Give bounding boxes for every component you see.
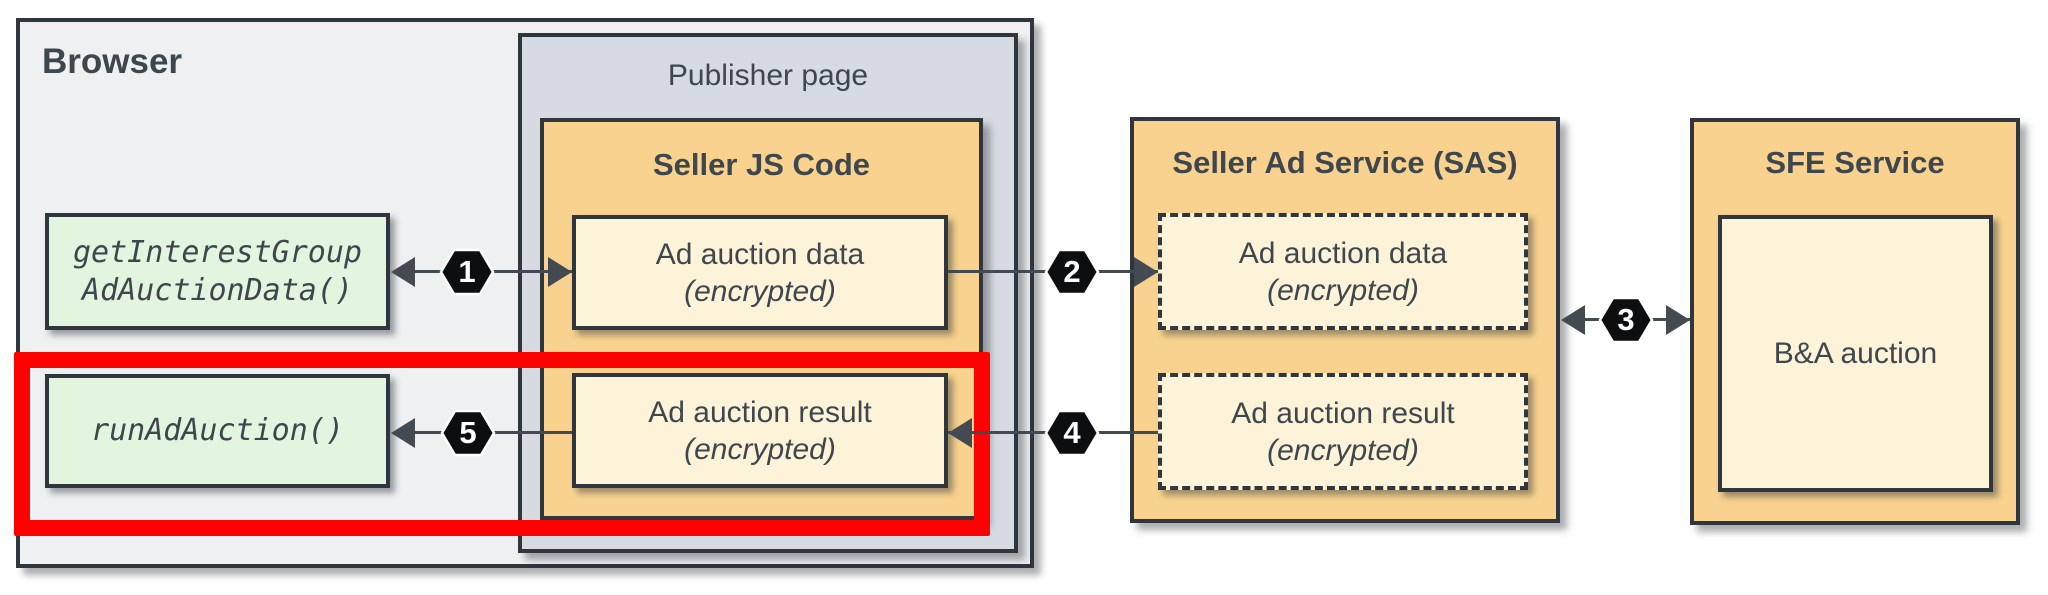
flow-4-badge: 4 xyxy=(1044,408,1100,458)
browser-label: Browser xyxy=(42,42,183,81)
arrowhead-left-icon xyxy=(391,418,415,448)
flow-3-badge: 3 xyxy=(1598,295,1654,345)
hexagon-icon xyxy=(439,248,495,296)
ba-auction-label: B&A auction xyxy=(1773,337,1938,370)
arrowhead-right-icon xyxy=(548,257,572,287)
red-highlight-rectangle xyxy=(14,352,990,536)
ad-auction-result-label: Ad auction result xyxy=(1231,396,1455,430)
seller-js-ad-auction-result-box: Ad auction result (encrypted) xyxy=(572,373,948,488)
seller-ad-service-title: Seller Ad Service (SAS) xyxy=(1172,145,1518,180)
arrowhead-right-icon xyxy=(1134,257,1158,287)
sfe-service-title: SFE Service xyxy=(1765,145,1945,180)
arrowhead-left-icon xyxy=(1561,305,1585,335)
flow-1-badge: 1 xyxy=(439,247,495,297)
encrypted-label: (encrypted) xyxy=(1267,433,1419,467)
seller-js-ad-auction-data-box: Ad auction data (encrypted) xyxy=(572,215,948,330)
ad-auction-data-label: Ad auction data xyxy=(1238,236,1448,270)
encrypted-label: (encrypted) xyxy=(684,432,836,466)
flow-3-number: 3 xyxy=(1617,302,1635,337)
encrypted-label: (encrypted) xyxy=(684,274,836,308)
flow-2-badge: 2 xyxy=(1044,247,1100,297)
get-interest-group-line2: AdAuctionData() xyxy=(82,272,353,308)
get-interest-group-ad-auction-data-box: getInterestGroup AdAuctionData() xyxy=(45,213,390,330)
flow-1-number: 1 xyxy=(458,254,476,289)
ad-auction-result-label: Ad auction result xyxy=(648,395,872,429)
hexagon-icon xyxy=(1598,296,1654,344)
sas-ad-auction-result-box: Ad auction result (encrypted) xyxy=(1158,373,1528,490)
run-ad-auction-label: runAdAuction() xyxy=(91,413,344,448)
flow-4-number: 4 xyxy=(1063,415,1081,450)
arrowhead-right-icon xyxy=(1666,305,1690,335)
encrypted-label: (encrypted) xyxy=(1267,273,1419,307)
get-interest-group-line1: getInterestGroup xyxy=(73,234,362,270)
hexagon-icon xyxy=(1044,248,1100,296)
flow-2-number: 2 xyxy=(1063,254,1081,289)
flow-5-badge: 5 xyxy=(440,408,496,458)
ba-auction-box: B&A auction xyxy=(1718,215,1993,492)
flow-5-number: 5 xyxy=(459,415,477,450)
arrowhead-left-icon xyxy=(391,257,415,287)
sas-ad-auction-data-box: Ad auction data (encrypted) xyxy=(1158,213,1528,330)
seller-js-code-title: Seller JS Code xyxy=(652,147,871,182)
hexagon-icon xyxy=(440,409,496,457)
hexagon-icon xyxy=(1044,409,1100,457)
publisher-page-label: Publisher page xyxy=(667,59,869,92)
run-ad-auction-box: runAdAuction() xyxy=(45,374,390,488)
arrowhead-left-icon xyxy=(948,418,972,448)
ad-auction-data-label: Ad auction data xyxy=(655,237,865,271)
